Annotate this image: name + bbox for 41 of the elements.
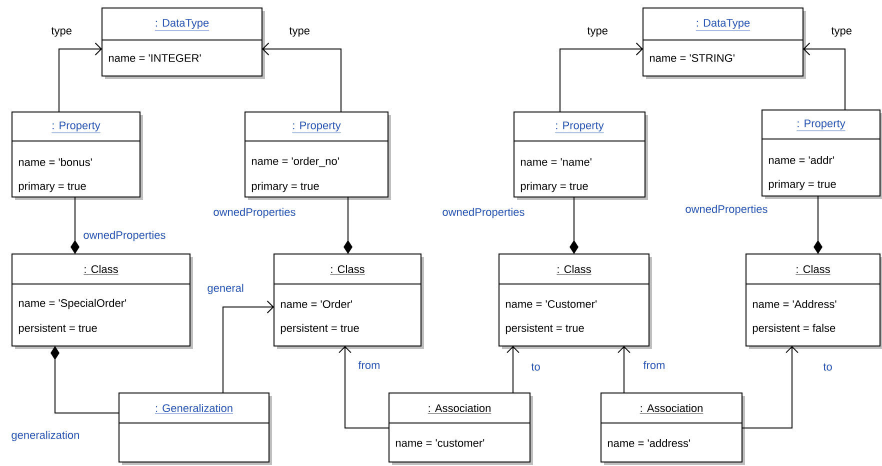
- edge-label: general: [206, 282, 245, 296]
- edge-label: from: [642, 360, 666, 370]
- edge-label: type: [50, 26, 73, 38]
- object-box: : Property name = 'order_no' primary = true: [244, 112, 391, 200]
- connector: [262, 42, 342, 112]
- edge-label: from: [357, 360, 382, 370]
- connector: [58, 42, 102, 112]
- connector: [344, 196, 352, 254]
- object-box: : Property name = 'name' primary = true: [514, 112, 648, 200]
- object-box: : Generalization: [118, 392, 272, 465]
- edge-label: type: [586, 26, 609, 38]
- edge-label: ownedProperties: [684, 204, 769, 216]
- connector: [618, 346, 630, 394]
- edge-label: ownedProperties: [82, 230, 167, 242]
- object-box: : Class name = 'Customer' persistent = true: [498, 254, 652, 349]
- object-box: : DataType name = 'INTEGER': [102, 8, 265, 79]
- object-box: : Property name = 'bonus' primary = true: [12, 112, 143, 200]
- object-box: : Property name = 'addr' primary = true: [762, 110, 882, 199]
- connector: [814, 196, 822, 254]
- edge-label: to: [822, 362, 834, 372]
- connector: [70, 196, 80, 254]
- connector: [338, 346, 390, 428]
- edge-label: type: [288, 26, 311, 38]
- edge-label: to: [530, 362, 542, 372]
- connector: [506, 346, 520, 394]
- edge-label: generalization: [10, 430, 81, 442]
- object-box: : Class name = 'SpecialOrder' persistent = true: [12, 254, 193, 349]
- object-box: : Association name = 'customer': [388, 392, 533, 465]
- edge-label: ownedProperties: [212, 206, 297, 220]
- object-box: : Association name = 'address': [600, 392, 745, 465]
- object-box: : DataType name = 'STRING': [642, 8, 806, 79]
- object-box: : Class name = 'Address' persistent = false: [746, 254, 882, 349]
- edge-label: ownedProperties: [441, 206, 526, 220]
- connector: [742, 346, 798, 428]
- connector: [570, 196, 578, 254]
- connector: [803, 42, 846, 110]
- connector: [222, 300, 274, 394]
- edge-label: type: [830, 26, 853, 38]
- object-box: : Class name = 'Order' persistent = true: [274, 254, 424, 349]
- connector: [50, 346, 120, 414]
- connector: [560, 42, 644, 112]
